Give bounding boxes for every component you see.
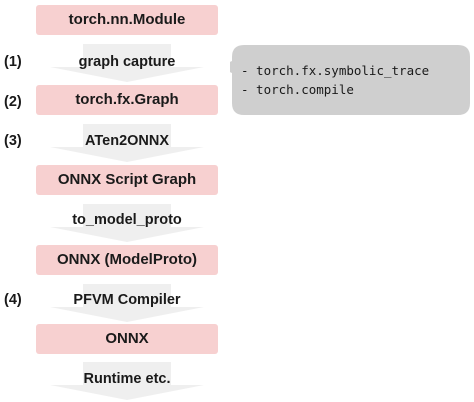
speech-bubble-shape [230,45,470,115]
arrow-down-icon [50,124,204,162]
node-torch-nn-module: torch.nn.Module [36,5,218,35]
edge-label: graph capture [78,54,176,70]
node-onnx: ONNX [36,324,218,354]
edge-label: to_model_proto [72,212,182,228]
edge-graph-capture: graph capture [36,44,218,82]
arrow-down-icon [50,44,204,82]
edge-to-model-proto: to_model_proto [36,204,218,242]
arrow-down-icon [50,284,204,322]
edge-runtime: Runtime etc. [36,362,218,400]
node-label: ONNX Script Graph [57,171,197,188]
node-label: torch.nn.Module [68,11,186,28]
node-label: ONNX (ModelProto) [57,251,197,268]
node-onnx-modelproto: ONNX (ModelProto) [36,245,218,275]
edge-pfvm-compiler: PFVM Compiler [36,284,218,322]
node-label: torch.fx.Graph [75,91,179,108]
graph-capture-callout: - torch.fx.symbolic_trace - torch.compile [230,45,470,115]
edge-label: PFVM Compiler [73,292,181,308]
edge-label: Runtime etc. [83,371,171,387]
node-onnx-script-graph: ONNX Script Graph [36,165,218,195]
arrow-down-icon [50,204,204,242]
edge-label: ATen2ONNX [84,133,170,149]
edge-aten2onnx: ATen2ONNX [36,124,218,162]
step-label-4: (4) [4,292,22,308]
step-label-3: (3) [4,133,22,149]
node-torch-fx-graph: torch.fx.Graph [36,85,218,115]
step-label-1: (1) [4,54,22,70]
callout-line: - torch.compile [241,82,354,97]
step-label-2: (2) [4,94,22,110]
callout-text: - torch.fx.symbolic_trace - torch.compile [241,61,429,99]
node-label: ONNX [105,330,149,347]
callout-line: - torch.fx.symbolic_trace [241,63,430,78]
arrow-down-icon [50,362,204,400]
